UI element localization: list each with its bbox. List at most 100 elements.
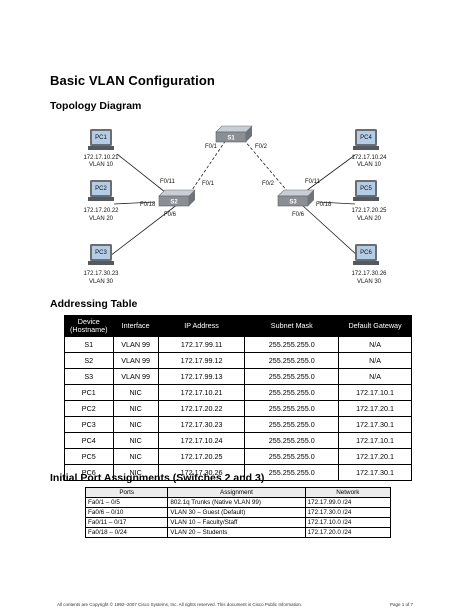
table-cell: S3 [64, 368, 114, 385]
table-cell: NIC [112, 384, 159, 401]
switch-s2-icon: S2 [158, 189, 196, 207]
pc5-ip: 172.17.20.25 [351, 208, 387, 214]
table-cell: PC2 [64, 400, 114, 417]
addressing-table: Device(Hostname) Interface IP Address Su… [64, 315, 412, 481]
pc4-vlan: VLAN 10 [357, 162, 382, 168]
table-cell: NIC [112, 464, 159, 481]
switch-s2-label: S2 [170, 200, 178, 206]
col-subnet: Subnet Mask [244, 315, 340, 337]
table-cell: 172.17.99.11 [157, 336, 246, 353]
table-cell: S1 [64, 336, 114, 353]
switch-s3-label: S3 [289, 200, 297, 206]
table-cell: NIC [112, 432, 159, 449]
table-cell: 172.17.99.13 [157, 368, 246, 385]
pc6-icon: PC6 [353, 244, 379, 265]
table-cell: 255.255.255.0 [244, 432, 340, 449]
table-cell: NIC [112, 416, 159, 433]
port-label-s3-f06: F0/6 [292, 212, 305, 218]
table-cell: PC4 [64, 432, 114, 449]
table-cell: 255.255.255.0 [244, 384, 340, 401]
table-cell: 172.17.30.26 [157, 464, 246, 481]
table-cell: 172.17.30.1 [338, 416, 412, 433]
table-cell: 172.17.20.22 [157, 400, 246, 417]
addressing-heading: Addressing Table [50, 298, 138, 310]
pc3-label: PC3 [95, 250, 107, 256]
table-cell: 172.17.10.21 [157, 384, 246, 401]
pc2-ip: 172.17.20.22 [83, 208, 119, 214]
pc5-vlan: VLAN 20 [357, 216, 382, 222]
pc6-ip: 172.17.30.26 [351, 271, 387, 277]
topology-diagram: S1 S2 S3 PC1 172.17.10.21 VLAN 10 PC2 17… [83, 125, 387, 285]
col-ip: IP Address [157, 315, 246, 337]
table-cell: 172.17.20.1 [338, 448, 412, 465]
col-device: Device(Hostname) [64, 315, 114, 337]
link-pc1-s2 [116, 153, 171, 197]
table-cell: 255.255.255.0 [244, 400, 340, 417]
footer-page-number: Page 1 of 7 [390, 602, 414, 607]
table-cell: N/A [338, 368, 412, 385]
col-assignment: Assignment [167, 487, 306, 498]
table-cell: 172.17.20.1 [338, 400, 412, 417]
table-cell: 172.17.10.1 [338, 432, 412, 449]
pc6-label: PC6 [360, 250, 372, 256]
topology-heading: Topology Diagram [50, 100, 142, 112]
table-cell: 172.17.10.1 [338, 384, 412, 401]
pc4-icon: PC4 [353, 129, 379, 150]
table-cell: PC3 [64, 416, 114, 433]
switch-s1-icon: S1 [215, 125, 253, 143]
col-network: Network [304, 487, 392, 498]
pc3-icon: PC3 [88, 244, 114, 265]
table-cell: NIC [112, 400, 159, 417]
link-s1-s3 [243, 139, 289, 193]
table-cell: 172.17.30.1 [338, 464, 412, 481]
table-cell: 172.17.99.0 /24 [304, 497, 392, 508]
pc1-icon: PC1 [88, 129, 114, 150]
table-cell: N/A [338, 336, 412, 353]
table-cell: Fa0/18 – 0/24 [84, 527, 169, 538]
col-interface: Interface [112, 315, 159, 337]
table-cell: 255.255.255.0 [244, 352, 340, 369]
table-cell: 172.17.10.0 /24 [304, 517, 392, 528]
table-cell: VLAN 99 [112, 368, 159, 385]
table-cell: 802.1q Trunks (Native VLAN 99) [167, 497, 306, 508]
pc1-ip: 172.17.10.21 [83, 155, 119, 161]
port-label-s1-f01: F0/1 [205, 144, 218, 150]
link-s3-pc5 [317, 201, 356, 205]
table-cell: Fa0/6 – 0/10 [84, 507, 169, 518]
link-pc2-s2 [113, 201, 156, 205]
pc3-ip: 172.17.30.23 [83, 271, 119, 277]
port-label-s3-f018: F0/18 [316, 202, 332, 208]
pc1-label: PC1 [95, 135, 107, 141]
table-cell: Fa0/11 – 0/17 [84, 517, 169, 528]
table-cell: PC6 [64, 464, 114, 481]
table-cell: 172.17.30.23 [157, 416, 246, 433]
table-cell: 255.255.255.0 [244, 416, 340, 433]
port-label-s2-f018: F0/18 [140, 202, 156, 208]
col-ports: Ports [84, 487, 169, 498]
table-cell: N/A [338, 352, 412, 369]
port-label-s2-f06: F0/6 [164, 212, 177, 218]
table-cell: NIC [112, 448, 159, 465]
table-cell: 172.17.10.24 [157, 432, 246, 449]
pc2-vlan: VLAN 20 [89, 216, 114, 222]
addressing-header-row: Device(Hostname) Interface IP Address Su… [64, 315, 412, 337]
table-cell: VLAN 30 – Guest (Default) [167, 507, 306, 518]
table-cell: PC5 [64, 448, 114, 465]
pc5-icon: PC5 [353, 180, 379, 201]
port-label-s3-f011: F0/11 [305, 179, 321, 185]
table-cell: VLAN 10 – Faculty/Staff [167, 517, 306, 528]
port-label-s2-f011: F0/11 [160, 179, 176, 185]
table-cell: VLAN 99 [112, 352, 159, 369]
